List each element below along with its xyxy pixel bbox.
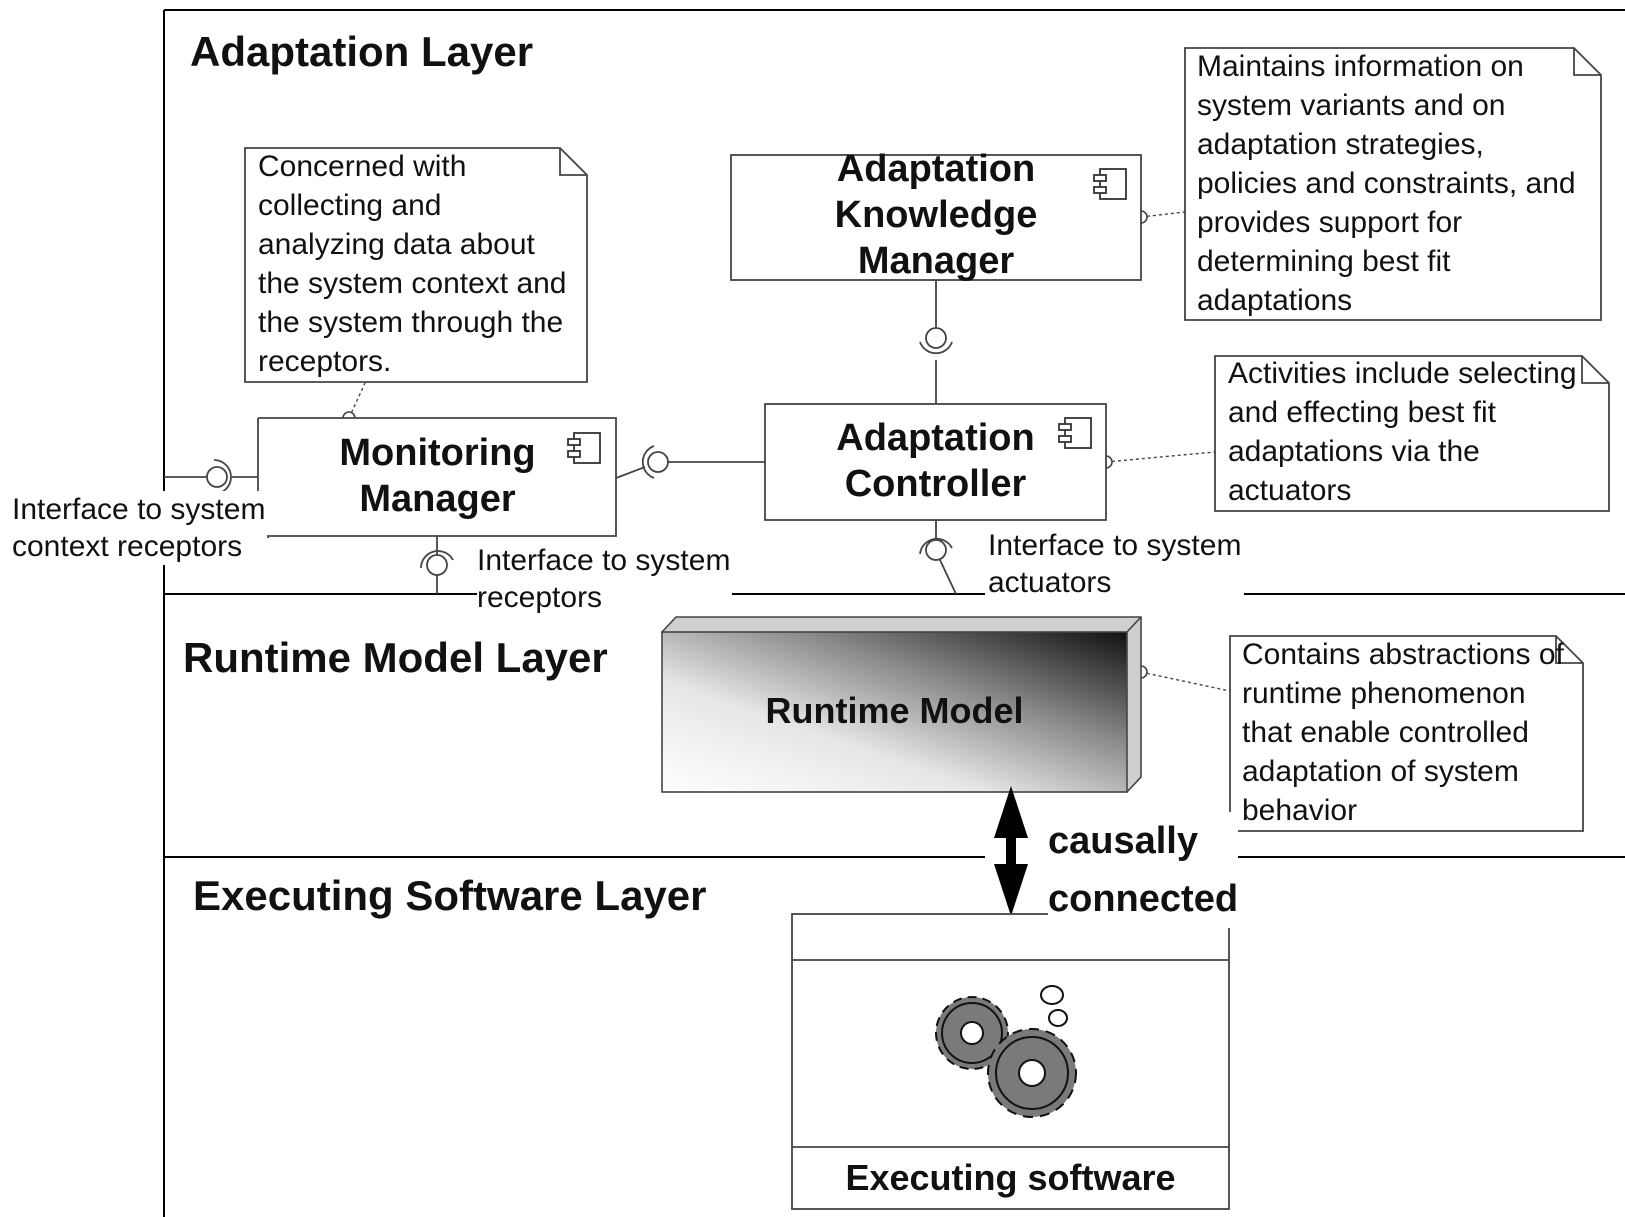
note-line: provides support for bbox=[1197, 206, 1463, 239]
causally-connected-label: causally connected bbox=[1048, 812, 1239, 928]
component-boxes bbox=[257, 154, 1142, 538]
receptors-interface-label: Interface to system receptors bbox=[477, 542, 731, 616]
runtime-model-box bbox=[660, 616, 1142, 793]
note-shapes bbox=[244, 47, 1610, 832]
component-label: Manager bbox=[359, 478, 516, 520]
note-line: determining best fit bbox=[1197, 245, 1451, 278]
runtime-model-layer-title: Runtime Model Layer bbox=[183, 634, 608, 681]
gears-icon bbox=[935, 985, 1077, 1118]
label-line: connected bbox=[1048, 878, 1239, 920]
label-line: Interface to system bbox=[988, 529, 1242, 562]
note-line: runtime phenomenon bbox=[1242, 677, 1526, 710]
label-line: Interface to system bbox=[12, 493, 266, 526]
component-label: Adaptation bbox=[836, 148, 1036, 190]
component-label: Manager bbox=[857, 240, 1015, 282]
component-label: Controller bbox=[844, 463, 1027, 505]
note-line: Contains abstractions of bbox=[1242, 638, 1564, 671]
label-line: causally bbox=[1048, 820, 1198, 862]
monitoring-manager: Monitoring Manager bbox=[300, 430, 575, 522]
label-line: receptors bbox=[477, 581, 603, 614]
note-line: analyzing data about bbox=[258, 228, 535, 261]
controller-note: Activities include selecting and effecti… bbox=[1228, 354, 1577, 510]
adaptation-layer-title: Adaptation Layer bbox=[190, 28, 534, 75]
note-line: adaptation strategies, bbox=[1197, 128, 1484, 161]
component-label: Monitoring bbox=[339, 432, 536, 474]
runtime-model-label: Runtime Model bbox=[765, 690, 1024, 731]
executing-software-layer-title: Executing Software Layer bbox=[193, 872, 707, 919]
causal-arrow bbox=[994, 786, 1028, 916]
monitoring-note: Concerned with collecting and analyzing … bbox=[258, 147, 567, 381]
note-line: actuators bbox=[1228, 474, 1352, 507]
note-line: Maintains information on bbox=[1197, 50, 1524, 83]
note-line: the system context and bbox=[258, 267, 567, 300]
component-label: Adaptation bbox=[836, 417, 1035, 459]
label-line: context receptors bbox=[12, 530, 243, 563]
actuators-interface-label: Interface to system actuators bbox=[988, 527, 1242, 601]
note-line: system variants and on bbox=[1197, 89, 1506, 122]
note-line: the system through the bbox=[258, 306, 564, 339]
note-line: adaptations bbox=[1197, 284, 1353, 317]
component-label: Knowledge bbox=[834, 194, 1038, 236]
adaptation-knowledge-manager: Adaptation Knowledge Manager bbox=[731, 146, 1141, 284]
connectors bbox=[164, 280, 957, 595]
runtime-model-note: Contains abstractions of runtime phenome… bbox=[1242, 635, 1564, 830]
note-line: Concerned with bbox=[258, 150, 467, 183]
interface-sockets bbox=[206, 327, 953, 576]
knowledge-manager-note: Maintains information on system variants… bbox=[1197, 47, 1576, 320]
layer-boundaries bbox=[163, 9, 1625, 1217]
note-line: behavior bbox=[1242, 794, 1358, 827]
note-line: collecting and bbox=[258, 189, 442, 222]
note-line: receptors. bbox=[258, 345, 392, 378]
label-line: actuators bbox=[988, 566, 1112, 599]
note-line: policies and constraints, and bbox=[1197, 167, 1576, 200]
note-line: and effecting best fit bbox=[1228, 396, 1496, 429]
label-line: Interface to system bbox=[477, 544, 731, 577]
executing-software-label: Executing software bbox=[845, 1157, 1176, 1198]
adaptation-controller: Adaptation Controller bbox=[765, 415, 1106, 507]
note-line: Activities include selecting bbox=[1228, 357, 1577, 390]
note-line: adaptation of system bbox=[1242, 755, 1519, 788]
context-receptors-interface-label: Interface to system context receptors bbox=[12, 491, 266, 565]
note-line: adaptations via the bbox=[1228, 435, 1480, 468]
note-line: that enable controlled bbox=[1242, 716, 1529, 749]
